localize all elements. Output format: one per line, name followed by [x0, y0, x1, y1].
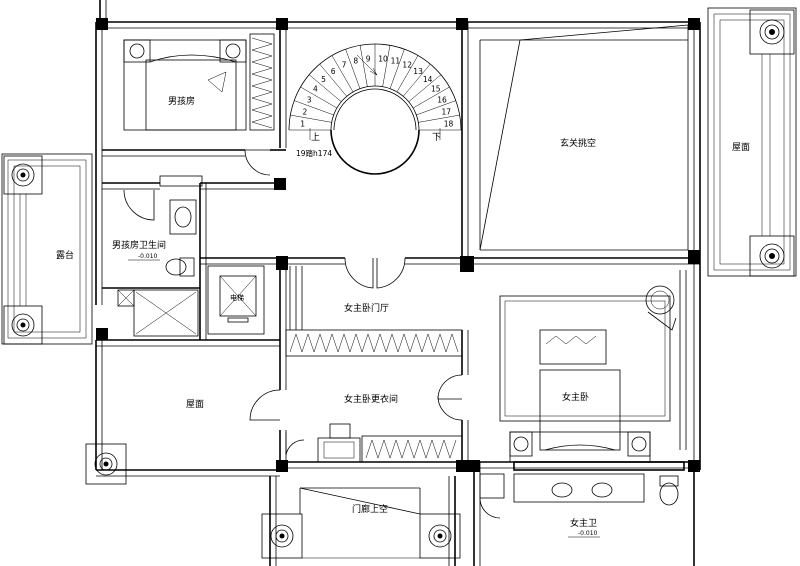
boy-bedroom-door [244, 149, 271, 176]
master-bath-elevation: -0.010 [578, 530, 598, 537]
stair-step-number: 12 [402, 61, 412, 70]
stair-step-number: 7 [342, 61, 347, 70]
boy-bedroom-bed [123, 39, 247, 131]
elevator-shaft [207, 265, 265, 335]
elevator-label: 电梯 [230, 293, 244, 302]
stair-step-number: 15 [431, 85, 441, 94]
stair-tread [308, 74, 342, 102]
foyer-void-label: 玄关挑空 [560, 137, 596, 149]
stair-tread [359, 45, 368, 87]
stair-note: 19踏h174 [296, 148, 332, 158]
stair-tread [418, 114, 460, 123]
stair-step-number: 18 [444, 120, 454, 129]
closet-east-door-2 [437, 395, 463, 421]
closet-vanity [317, 423, 361, 463]
stair-tread [396, 55, 419, 93]
master-lounge-chair [645, 285, 677, 331]
closet-west-door [249, 389, 281, 421]
foyer-void-lines [479, 24, 689, 251]
stair-tread [345, 49, 361, 89]
stair-tread [416, 100, 456, 116]
stair-step-number: 10 [378, 54, 388, 63]
closet-wardrobe-bottom [361, 435, 463, 463]
west-roof-label: 屋面 [186, 399, 204, 410]
stair-tread [412, 86, 450, 109]
boy-bedroom-label: 男孩房 [168, 95, 195, 107]
stair-step-number: 16 [437, 96, 447, 105]
stair-step-number: 14 [423, 75, 433, 84]
closet-corner-door [285, 432, 305, 456]
boy-bathroom-elevation: -0.010 [138, 253, 158, 260]
stair-step-number: 3 [307, 96, 312, 105]
stair-tread [403, 63, 431, 97]
east-roof-label: 屋面 [732, 142, 750, 153]
entrance-canopy-piers [261, 487, 461, 559]
master-bath-fixtures [479, 461, 685, 519]
stair-step-number: 4 [313, 85, 318, 94]
stair-tread [294, 100, 334, 116]
terrace-label: 露台 [56, 249, 74, 261]
walls [95, 0, 701, 566]
stair-step-number: 2 [302, 107, 307, 116]
stair-down-label: 下 [432, 133, 441, 143]
entrance-canopy-label: 门廊上空 [352, 503, 388, 515]
boy-bathroom-fixtures [117, 175, 203, 337]
master-foyer-doors [289, 257, 406, 330]
east-roof-terrace [707, 7, 797, 277]
stair-tread [382, 45, 391, 87]
master-bedroom-label: 女主卧 [562, 391, 589, 403]
master-foyer-label: 女主卧门厅 [344, 302, 389, 314]
master-closet-label: 女主卧更衣间 [344, 393, 398, 405]
stair-step-number: 9 [366, 54, 371, 63]
stair-step-number: 5 [321, 75, 326, 84]
master-bed [509, 329, 651, 463]
boy-bedroom-wardrobe [249, 33, 275, 131]
stair-tread [331, 55, 354, 93]
stair-tread [290, 114, 332, 123]
stair-step-number: 13 [413, 67, 423, 76]
stair-step-number: 8 [353, 56, 358, 65]
stair-tread [319, 63, 347, 97]
master-bath-label: 女主卫 [570, 517, 597, 529]
stair-tread [408, 74, 442, 102]
stair-step-number: 11 [391, 56, 401, 65]
stair-tread [389, 49, 405, 89]
closet-wardrobe-top [285, 329, 463, 357]
stair-step-number: 17 [442, 107, 452, 116]
boy-bathroom-label: 男孩房卫生间 [112, 239, 166, 251]
west-terrace-balustrade [1, 153, 93, 345]
stair-step-number: 1 [300, 120, 305, 129]
structural-columns [96, 18, 700, 472]
stair-tread [300, 86, 338, 109]
southwest-roof-pier [85, 443, 127, 485]
master-window-mullions [679, 270, 687, 450]
closet-east-door [437, 374, 463, 400]
stair-step-number: 6 [331, 67, 336, 76]
stair-up-label: 上 [311, 132, 320, 143]
